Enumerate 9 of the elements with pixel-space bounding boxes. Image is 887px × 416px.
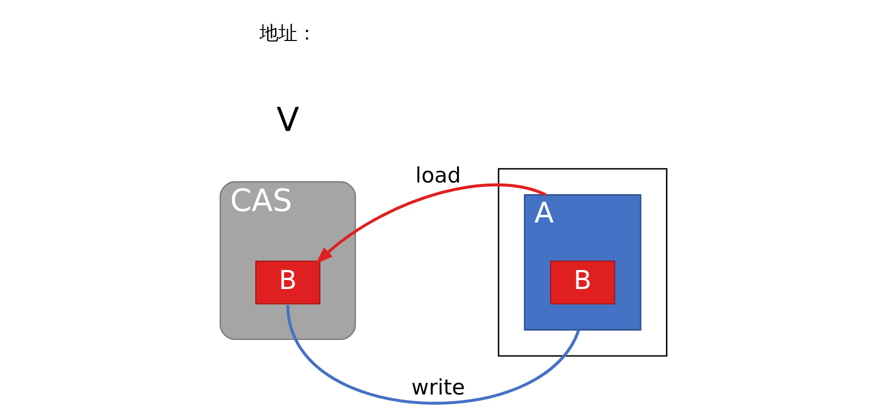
edge-label: load: [415, 162, 461, 188]
node-box: B: [550, 260, 616, 304]
arrow: [315, 182, 546, 264]
node-box: B: [255, 260, 320, 304]
edge-label: write: [411, 374, 465, 400]
connector: [286, 304, 580, 404]
label: V: [276, 99, 300, 138]
label: 地址：: [259, 22, 316, 44]
cluster: [498, 168, 668, 356]
